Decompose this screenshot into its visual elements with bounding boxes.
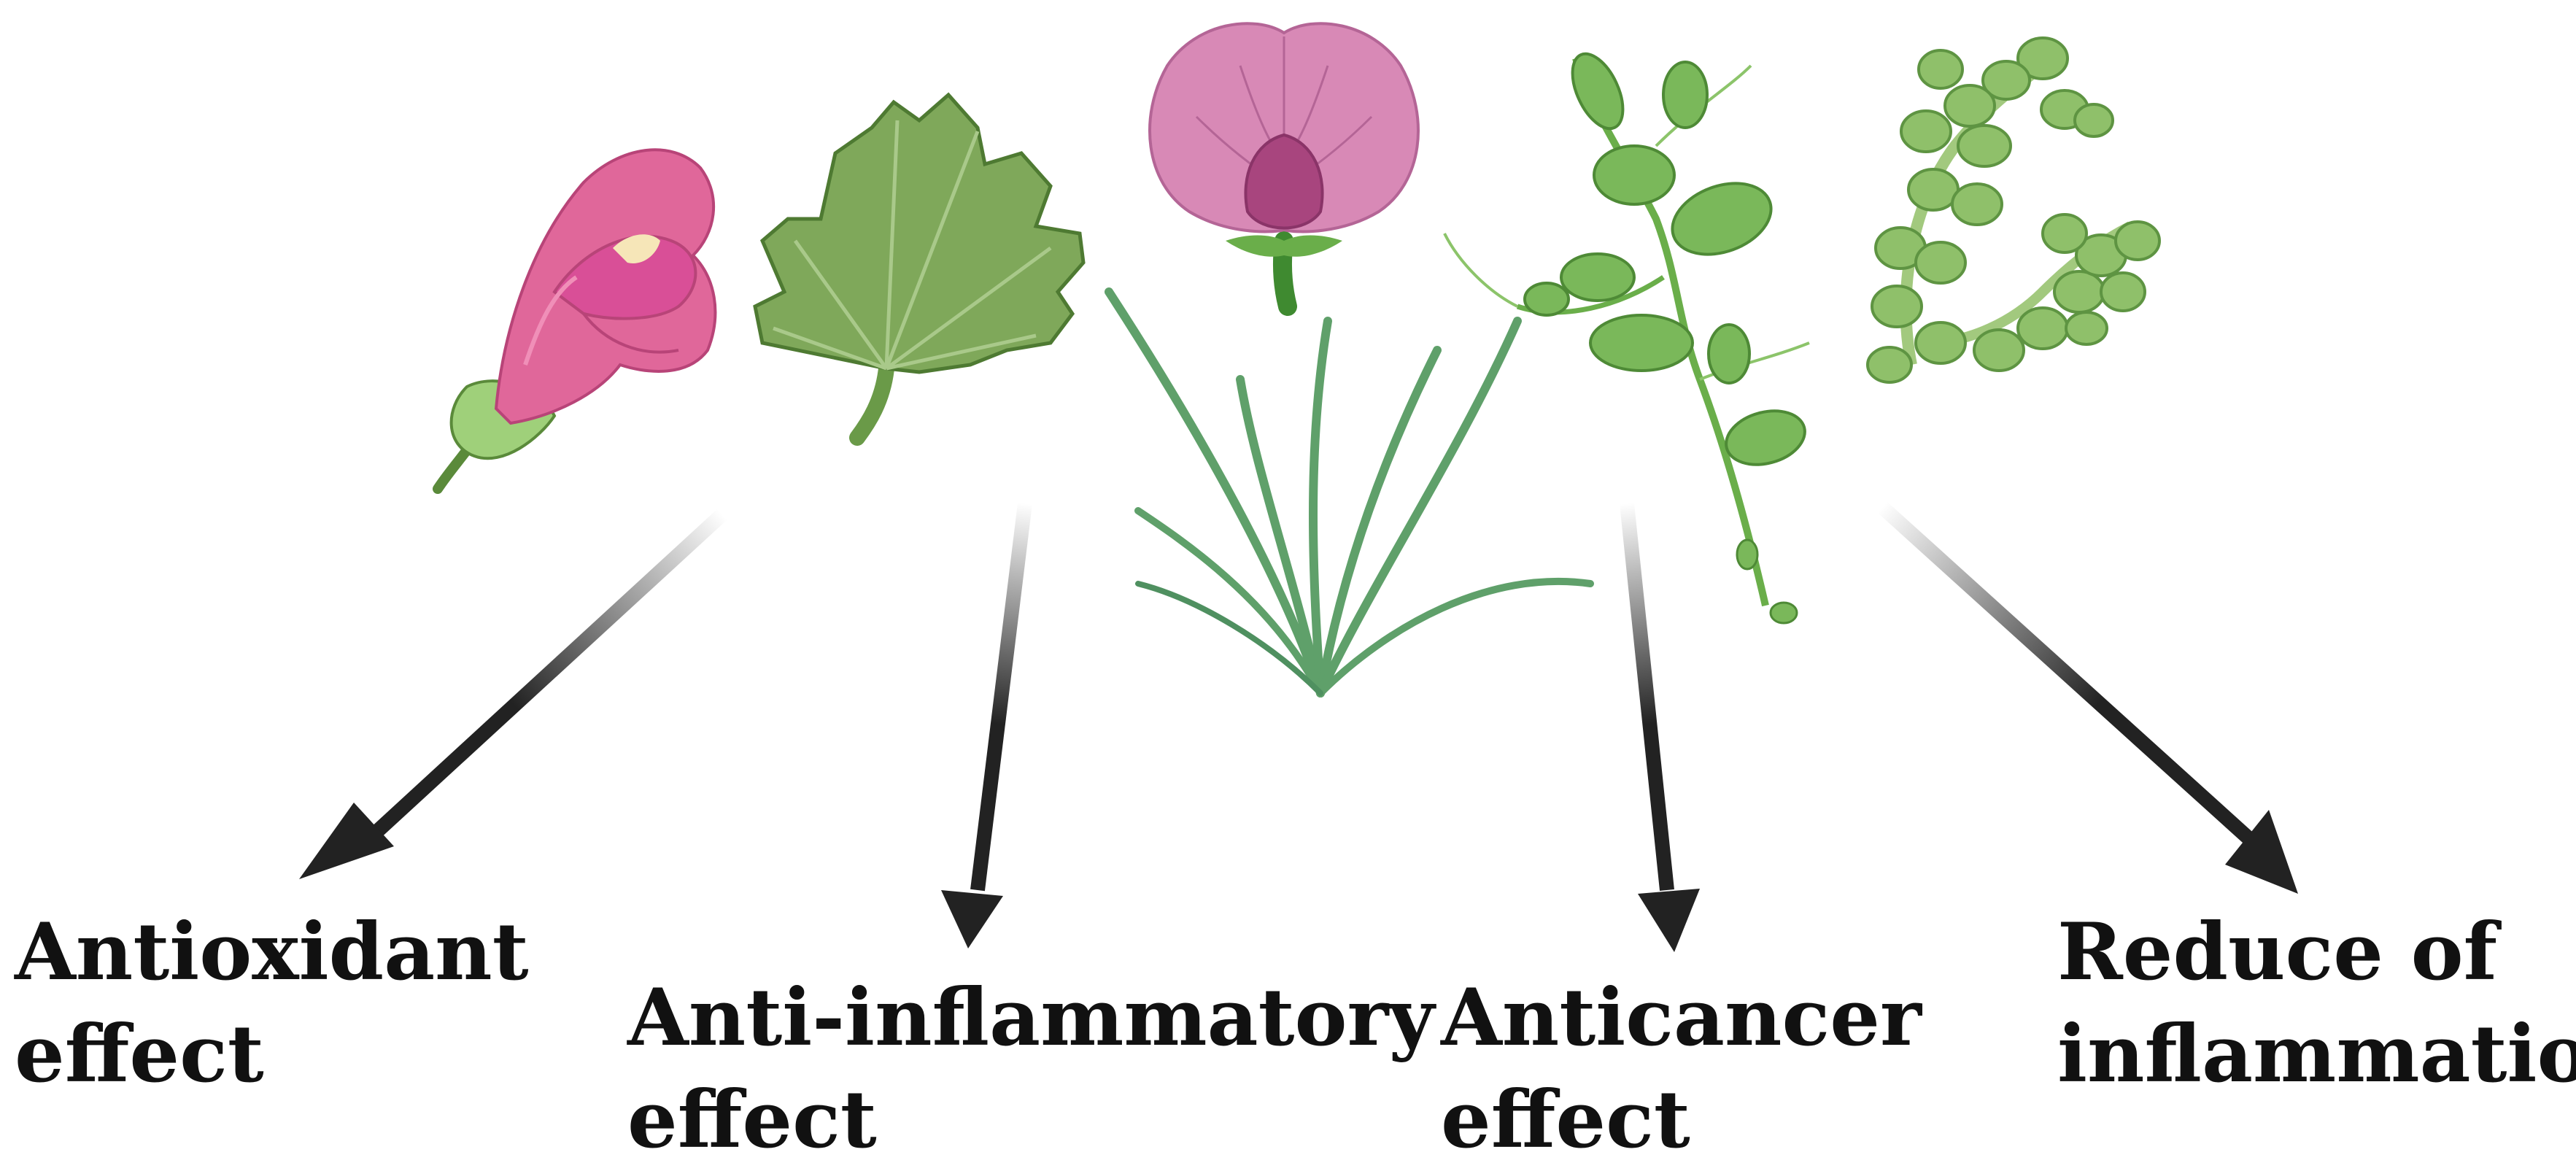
- arrow-anti-inflammatory: [941, 502, 1032, 948]
- label-anticancer-line1: Anticancer: [1441, 972, 1922, 1064]
- arrow-reduce-inflammation: [1877, 501, 2298, 894]
- pea-flower-icon: [1148, 22, 1420, 316]
- label-anticancer-line2: effect: [1441, 1074, 1690, 1166]
- label-anti-inflammatory-line2: effect: [627, 1074, 877, 1166]
- label-anticancer: Anticancer effect: [1441, 967, 1922, 1171]
- pea-vine-icon: [1443, 52, 1810, 625]
- arrow-antioxidant: [299, 509, 727, 879]
- label-anti-inflammatory-line1: Anti-inflammatory: [627, 972, 1435, 1064]
- arrow-anticancer: [1620, 502, 1700, 952]
- label-anti-inflammatory: Anti-inflammatory effect: [627, 967, 1434, 1171]
- succulent-icon: [1866, 36, 2161, 384]
- leaf-icon: [753, 92, 1086, 446]
- label-reduce-inflammation: Reduce of inflammation: [2057, 901, 2576, 1105]
- snapdragon-flower-icon: [433, 148, 717, 494]
- label-antioxidant: Antioxidant effect: [15, 901, 529, 1105]
- label-reduce-inflammation-line1: Reduce of: [2057, 906, 2498, 998]
- label-antioxidant-line2: effect: [15, 1008, 264, 1100]
- grass-icon: [1105, 287, 1594, 697]
- label-reduce-inflammation-line2: inflammation: [2057, 1008, 2576, 1100]
- label-antioxidant-line1: Antioxidant: [15, 906, 529, 998]
